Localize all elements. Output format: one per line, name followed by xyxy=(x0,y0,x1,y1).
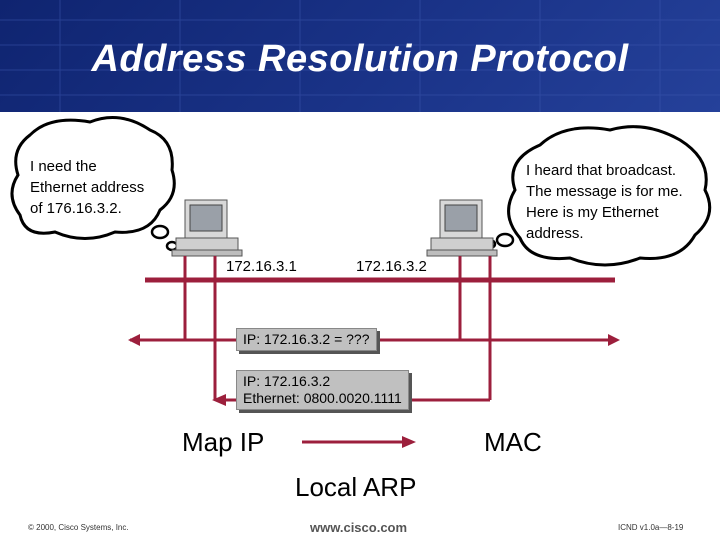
map-ip-label: Map IP xyxy=(182,427,265,457)
bubble-left-line: Ethernet address xyxy=(30,179,145,196)
page-title: Address Resolution Protocol xyxy=(91,38,629,80)
arp-reply-ethernet: Ethernet: 0800.0020.1111 xyxy=(243,390,402,406)
bubble-right-line: address. xyxy=(526,225,584,242)
footer-website: www.cisco.com xyxy=(310,520,408,535)
host-right-ip: 172.16.3.2 xyxy=(356,258,427,275)
computer-left-icon xyxy=(171,199,243,257)
footer-slide-id: ICND v1.0a—8-19 xyxy=(618,523,684,532)
bubble-left-line: I need the xyxy=(30,158,97,175)
thought-bubble-left xyxy=(10,116,176,240)
footer-copyright: © 2000, Cisco Systems, Inc. xyxy=(28,523,129,532)
thought-bubble-right xyxy=(507,125,712,267)
bubble-right-line: I heard that broadcast. xyxy=(526,162,677,179)
arp-reply-ip: IP: 172.16.3.2 xyxy=(243,373,331,389)
bubble-right-line: Here is my Ethernet xyxy=(526,204,659,221)
arp-request-box: IP: 172.16.3.2 = ??? xyxy=(236,328,377,351)
bubble-left-line: of 176.16.3.2. xyxy=(30,200,122,217)
title-bar: Address Resolution Protocol xyxy=(0,0,720,112)
bubble-right-text: I heard that broadcast. The message is f… xyxy=(526,160,683,244)
arp-request-text: IP: 172.16.3.2 = ??? xyxy=(243,331,370,347)
title-grid-pattern xyxy=(0,0,720,112)
bubble-left-text: I need the Ethernet address of 176.16.3.… xyxy=(30,156,144,219)
bubble-right-line: The message is for me. xyxy=(526,183,683,200)
local-arp-caption: Local ARP xyxy=(295,472,417,502)
arp-reply-box: IP: 172.16.3.2 Ethernet: 0800.0020.1111 xyxy=(236,370,409,410)
host-left-ip: 172.16.3.1 xyxy=(226,258,297,275)
computer-right-icon xyxy=(426,199,498,257)
mac-label: MAC xyxy=(484,427,542,457)
